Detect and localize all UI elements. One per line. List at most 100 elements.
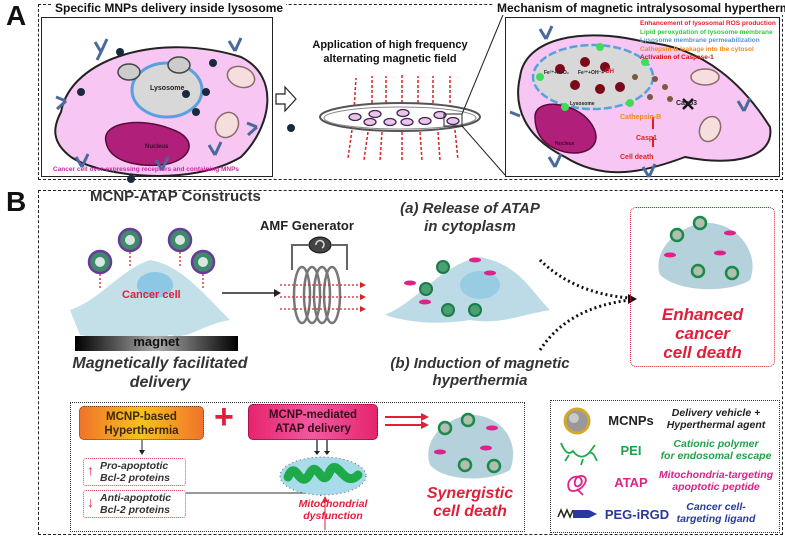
right-nucleus-label: Nucleus xyxy=(555,141,575,147)
cathepsin-particles xyxy=(632,74,673,102)
atap-delivery-line2: ATAP delivery xyxy=(274,423,352,435)
mechanism-item: Activation of Caspase-1 xyxy=(640,54,714,61)
enhanced-line3: cell death xyxy=(663,343,742,362)
double-arrow-icon xyxy=(385,413,429,429)
enhanced-death-cell-illustration xyxy=(658,215,753,290)
petri-dish xyxy=(319,102,481,132)
mito-line2: dysfunction xyxy=(303,510,363,522)
cathepsin-label: Cathepsin-B xyxy=(620,114,662,121)
release-line2: in cytoplasm xyxy=(424,218,516,235)
field-arrows-down xyxy=(347,129,459,161)
mitochondrion xyxy=(690,68,720,86)
enhanced-line2: cancer xyxy=(675,324,730,343)
synergy-label: Synergistic cell death xyxy=(420,485,520,521)
left-cell-illustration xyxy=(54,37,295,183)
legend-desc: Delivery vehicle + Hyperthermal agent xyxy=(651,407,781,431)
pro-line1: Pro-apoptotic xyxy=(100,460,169,472)
cell-death-label: Cell death xyxy=(620,154,654,161)
ros-particles xyxy=(555,57,625,94)
lysosome xyxy=(130,61,204,119)
synergy-cell-illustration xyxy=(428,412,514,479)
synergy-line1: Synergistic xyxy=(426,485,514,502)
pei-icon xyxy=(560,442,598,466)
release-label: (a) Release of ATAP in cytoplasm xyxy=(380,200,560,236)
magnet xyxy=(75,336,238,351)
cancer-cell-label: Cancer cell xyxy=(122,289,181,301)
anti-line1: Anti-apoptotic xyxy=(100,492,172,504)
legend-item-atap: ATAP Mitochondria-targeting apoptotic pe… xyxy=(551,469,779,499)
panel-b-frame xyxy=(38,190,783,535)
amf-title-line1: Application of high frequency xyxy=(312,39,468,51)
pro-apoptotic-box: ↑ Pro-apoptotic Bcl-2 proteins xyxy=(83,458,186,486)
plus-sign: + xyxy=(214,398,234,436)
legend-name: MCNPs xyxy=(608,413,654,428)
induction-line1: (b) Induction of magnetic xyxy=(390,355,570,372)
casp1-label: Casp1 xyxy=(636,135,658,142)
endosomes xyxy=(117,56,191,81)
mitochondrion-icon xyxy=(279,456,367,496)
legend-desc-line2: targeting ligand xyxy=(676,513,756,525)
delivery-line1: Magnetically facilitated xyxy=(72,355,248,372)
panel-a-letter: A xyxy=(6,0,27,31)
anti-apoptotic-box: ↓ Anti-apoptotic Bcl-2 proteins xyxy=(83,490,186,518)
legend-desc: Cancer cell- targeting ligand xyxy=(651,501,781,525)
legend-desc-line1: Cancer cell- xyxy=(686,501,746,513)
casp3-label: Casp3 xyxy=(676,100,698,107)
induction-line2: hyperthermia xyxy=(432,372,528,389)
mechanism-item: Enhancement of lysosomal ROS production xyxy=(640,20,776,27)
lysosome-label: Lysosome xyxy=(150,85,185,92)
delivery-label: Magnetically facilitated delivery xyxy=(55,354,265,392)
panel-b-letter: B xyxy=(6,186,27,217)
amf-generator-label: AMF Generator xyxy=(260,218,354,233)
enhanced-death-label: Enhanced cancer cell death xyxy=(630,305,775,362)
mito-line1: Mitochondrial xyxy=(298,498,368,510)
amf-title-line2: alternating magnetic field xyxy=(323,53,457,65)
legend-desc: Mitochondria-targeting apoptotic peptide xyxy=(651,469,781,493)
arrow-to-amf xyxy=(222,289,281,297)
synergy-box xyxy=(70,402,525,532)
anti-line2: Bcl-2 proteins xyxy=(100,504,171,516)
petri-dish-illustration xyxy=(319,9,506,176)
legend-desc-line1: Cationic polymer xyxy=(673,438,759,450)
cells-in-dish xyxy=(348,108,460,127)
cancer-cell-illustration xyxy=(70,227,230,341)
fenton-left: Fe²⁺+H₂O₂ xyxy=(544,70,570,76)
legend-desc-line2: Hyperthermal agent xyxy=(666,419,766,431)
legend-desc-line2: apoptotic peptide xyxy=(672,481,760,493)
legend-desc: Cationic polymer for endosomal escape xyxy=(651,438,781,462)
cancer-cell-nucleus xyxy=(137,272,173,298)
right-panel-title: Mechanism of magnetic intralysosomal hyp… xyxy=(494,1,785,15)
legend-box: MCNPs Delivery vehicle + Hyperthermal ag… xyxy=(550,400,780,533)
mechanism-list: Enhancement of lysosomal ROS production … xyxy=(640,20,776,63)
casp3-block-icon xyxy=(682,98,694,110)
atap-delivery-box: MCNP-mediated ATAP delivery xyxy=(248,404,378,440)
atap-delivery-line1: MCNP-mediated xyxy=(268,409,358,421)
zoom-box xyxy=(443,113,463,127)
legend-name: ATAP xyxy=(614,475,648,490)
enhanced-death-box xyxy=(630,207,775,367)
lipid-peroxidation-markers xyxy=(536,43,649,111)
receptors xyxy=(55,37,258,171)
legend-name: PEG-iRGD xyxy=(604,507,670,522)
legend-item-pei: PEI Cationic polymer for endosomal escap… xyxy=(551,437,779,467)
legend-item-mcnps: MCNPs Delivery vehicle + Hyperthermal ag… xyxy=(551,405,779,435)
mitochondrion xyxy=(226,65,256,89)
induction-label: (b) Induction of magnetic hyperthermia xyxy=(360,355,600,389)
mechanism-item: Lipid peroxydation of lysosome membrane xyxy=(640,28,773,36)
legend-name: PEI xyxy=(620,443,642,458)
amf-title: Application of high frequency alternatin… xyxy=(300,38,480,66)
legend-desc-line1: Mitochondria-targeting xyxy=(658,469,774,481)
constructs-title: MCNP-ATAP Constructs xyxy=(90,188,261,205)
hollow-arrow-icon xyxy=(275,85,297,113)
panel-a-frame xyxy=(38,4,783,180)
enhanced-line1: Enhanced xyxy=(661,305,744,324)
hyperthermia-line2: Hyperthermia xyxy=(104,425,179,437)
hyperthermia-box: MCNP-based Hyperthermia xyxy=(79,406,204,440)
up-arrow-icon: ↑ xyxy=(87,462,94,478)
mechanism-item: Cathepsin-B leakage into the cytosol xyxy=(640,45,754,53)
mnp-particles xyxy=(77,48,295,183)
legend-desc-line1: Delivery vehicle + xyxy=(671,407,761,419)
converging-dotted-arrows xyxy=(538,258,637,351)
magnet-label: magnet xyxy=(133,334,180,349)
nucleus xyxy=(534,103,597,154)
